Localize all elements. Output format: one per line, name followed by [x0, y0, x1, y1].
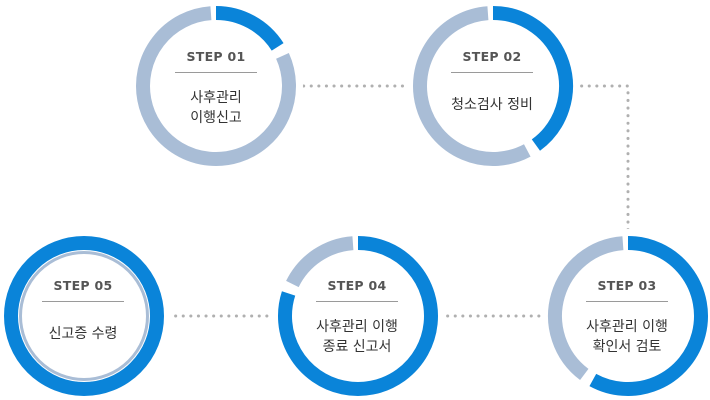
step-1-ring-progress: [215, 6, 284, 51]
step-2-ring-progress: [492, 6, 573, 151]
step-1-title: 사후관리 이행신고: [190, 90, 242, 126]
step-4-ring-bg: [271, 229, 445, 400]
step-4-label: STEP 04: [316, 278, 398, 302]
step-2-title: 청소검사 정비: [451, 97, 533, 113]
step-1-ring-bg: [129, 0, 303, 173]
step-4-text: STEP 04 사후관리 이행 종료 신고서: [297, 278, 417, 357]
step-2-ring-bg: [406, 0, 580, 173]
connector-2-3: [572, 84, 630, 234]
step-2-label: STEP 02: [451, 49, 533, 73]
step-5-label: STEP 05: [42, 278, 124, 302]
step-4-title: 사후관리 이행 종료 신고서: [316, 319, 398, 355]
step-2-text: STEP 02 청소검사 정비: [432, 49, 552, 115]
step-1-ring-track: [136, 6, 296, 166]
step-3-title: 사후관리 이행 확인서 검토: [586, 319, 668, 355]
step-4-ring-progress: [278, 236, 438, 396]
step-1-text: STEP 01 사후관리 이행신고: [156, 49, 276, 128]
step-5-ring-inner: [19, 251, 149, 381]
step-3-ring-track: [548, 236, 624, 381]
step-1-label: STEP 01: [175, 49, 257, 73]
step-5-text: STEP 05 신고증 수령: [23, 278, 143, 344]
step-5-ring-progress: [4, 236, 164, 396]
step-2-ring-track: [413, 6, 531, 166]
step-3-ring-bg: [541, 229, 710, 400]
step-3-text: STEP 03 사후관리 이행 확인서 검토: [567, 278, 687, 357]
step-3-ring-progress: [589, 236, 708, 396]
step-3-label: STEP 03: [586, 278, 668, 302]
step-4-ring-track: [286, 236, 354, 288]
step-5-title: 신고증 수령: [48, 326, 118, 342]
